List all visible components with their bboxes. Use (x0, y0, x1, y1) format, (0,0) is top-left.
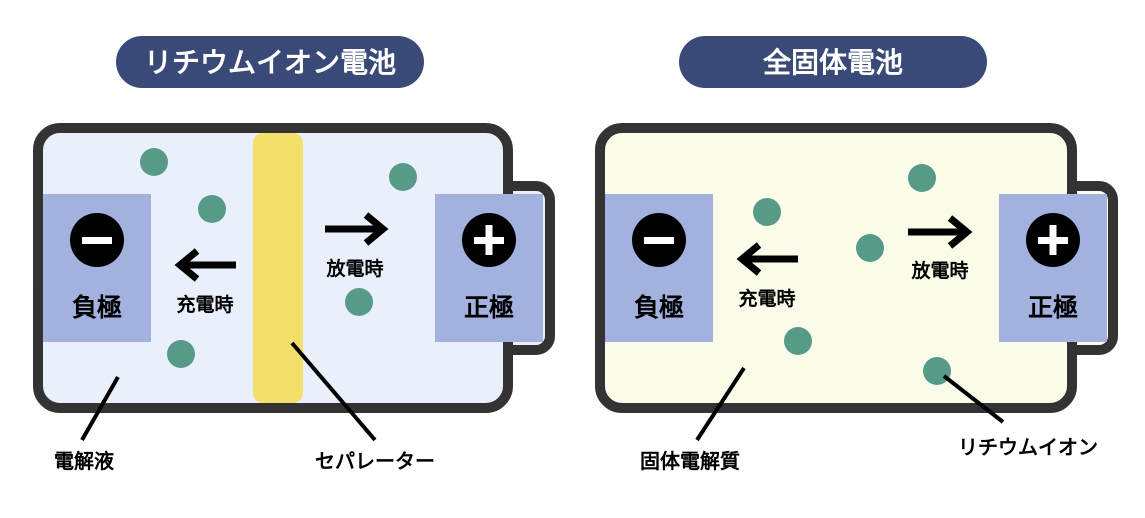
left-discharge-label: 放電時 (325, 257, 383, 280)
lithium-ion-callout: リチウムイオン (958, 435, 1098, 459)
left-lithium-ion (198, 195, 226, 223)
right-title-pill (679, 36, 987, 88)
right-lithium-ion (753, 198, 781, 226)
left-charge-arrow-icon (174, 248, 236, 282)
right-panel: 全固体電池 負極 正極 充電時 放電時 (595, 36, 1118, 473)
left-lithium-ion (389, 163, 417, 191)
right-lithium-ion (856, 234, 884, 262)
left-title: リチウムイオン電池 (144, 46, 396, 79)
electrolyte-callout-line (80, 376, 120, 441)
separator (253, 133, 303, 403)
right-positive-label: 正極 (1028, 293, 1078, 322)
left-positive-label: 正極 (464, 293, 514, 322)
left-negative-label: 負極 (72, 293, 122, 322)
right-discharge-arrow-icon (908, 215, 973, 249)
separator-callout: セパレーター (315, 449, 435, 473)
solid-electrolyte-callout-line (695, 366, 746, 442)
left-discharge-arrow-icon (325, 212, 389, 246)
left-lithium-ion (345, 288, 373, 316)
left-lithium-ion (167, 340, 195, 368)
left-panel: リチウムイオン電池 負極 正極 充電時 (33, 36, 555, 473)
separator-callout-line (290, 341, 377, 442)
left-lithium-ion (140, 148, 168, 176)
right-negative-label: 負極 (634, 293, 684, 322)
right-discharge-label: 放電時 (910, 259, 968, 282)
right-lithium-ion (923, 357, 951, 385)
electrolyte-callout: 電解液 (54, 449, 115, 473)
lithium-ion-callout-line (942, 374, 1005, 424)
right-lithium-ion (784, 327, 812, 355)
right-title: 全固体電池 (762, 46, 903, 79)
right-charge-label: 充電時 (738, 287, 795, 310)
right-charge-arrow-icon (736, 242, 798, 276)
left-charge-label: 充電時 (176, 293, 233, 316)
left-title-pill (116, 36, 424, 88)
solid-electrolyte-callout: 固体電解質 (640, 449, 740, 473)
right-lithium-ion (908, 164, 936, 192)
